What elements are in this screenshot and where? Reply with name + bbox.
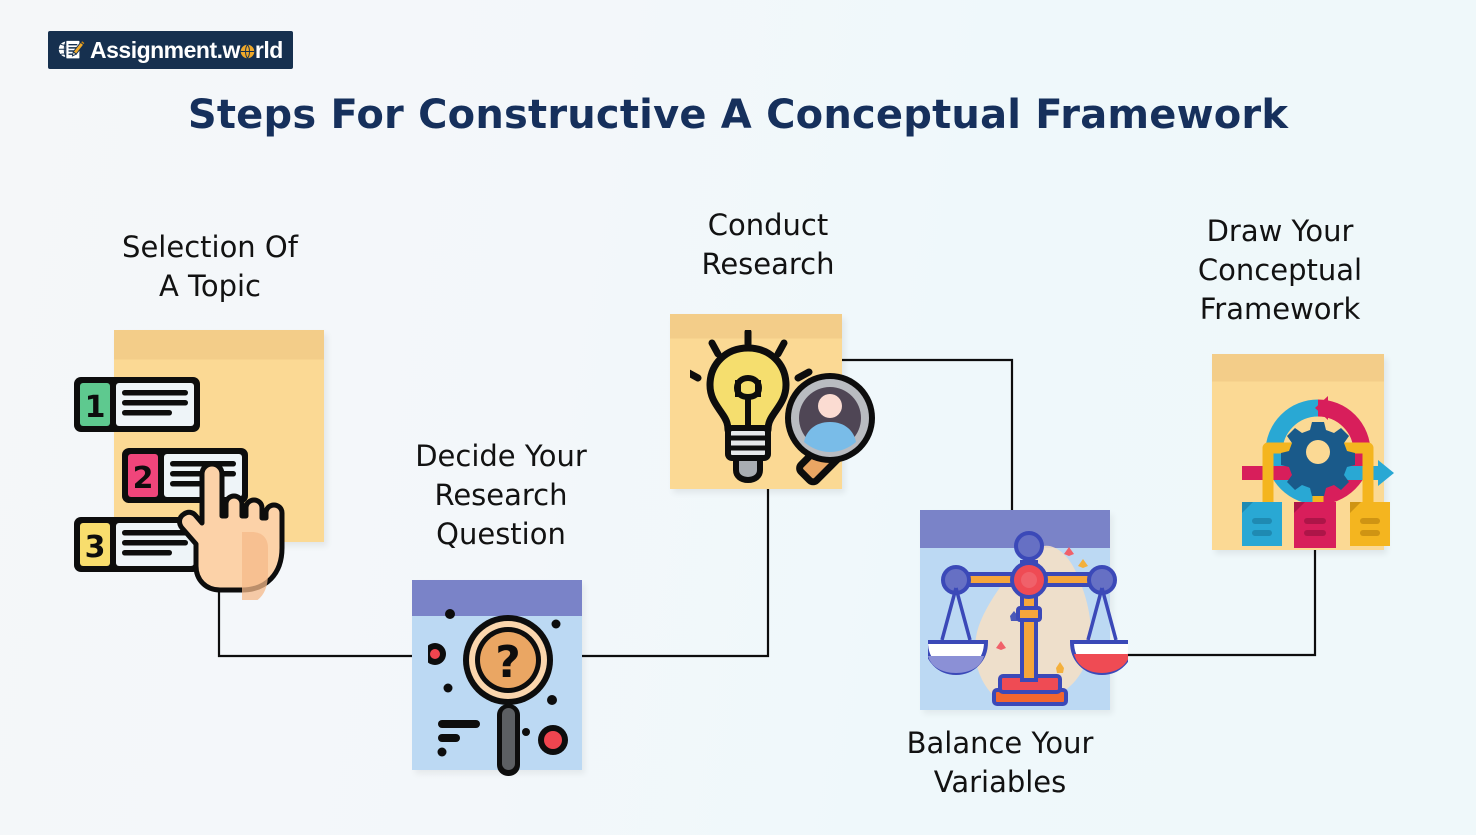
- pointing-hand-icon: [177, 461, 285, 600]
- lightbulb-magnifier-person-icon: [690, 330, 875, 486]
- globe-document-pencil-icon: [57, 39, 86, 60]
- card-header-bar: [412, 580, 582, 617]
- numbered-list-hand-icon: 1 2: [74, 377, 285, 600]
- page-title: Steps For Constructive A Conceptual Fram…: [187, 92, 1289, 138]
- balance-scale-icon: [928, 531, 1128, 706]
- step-label-selection-of-a-topic: Selection Of A Topic: [122, 230, 298, 303]
- svg-text:3: 3: [85, 530, 106, 565]
- svg-text:2: 2: [133, 461, 154, 496]
- magnifier-question-mark-icon: ?: [428, 609, 568, 776]
- globe-icon: [240, 43, 255, 59]
- svg-text:1: 1: [85, 390, 106, 425]
- step-label-decide-your-research-question: Decide Your Research Question: [415, 439, 587, 551]
- workflow-gear-diagram-icon: [1242, 396, 1394, 548]
- step-label-balance-your-variables: Balance Your Variables: [906, 726, 1094, 799]
- step-label-draw-your-conceptual-framework: Draw Your Conceptual Framework: [1197, 214, 1363, 326]
- step-label-conduct-research: Conduct Research: [701, 208, 835, 281]
- svg-text:?: ?: [495, 637, 521, 688]
